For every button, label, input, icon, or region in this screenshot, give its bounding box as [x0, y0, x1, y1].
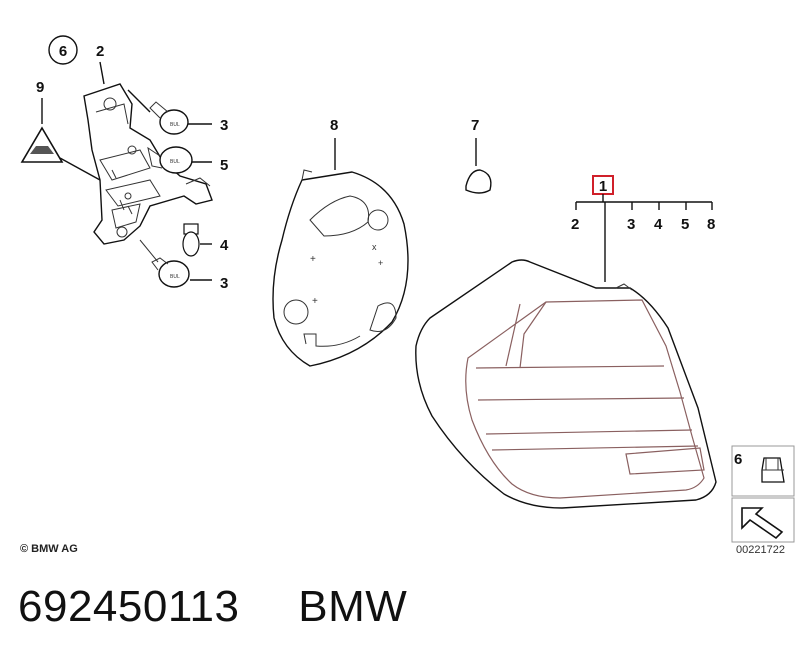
- bulb-small-wedge: [182, 223, 200, 257]
- bulb-top: BUL: [127, 89, 189, 135]
- callout-1-tree: [575, 194, 713, 282]
- svg-text:1: 1: [599, 178, 607, 195]
- drawing-number: 00221722: [736, 544, 785, 556]
- brand-name: BMW: [298, 582, 408, 631]
- svg-text:BUL: BUL: [170, 159, 180, 165]
- svg-text:6: 6: [734, 451, 742, 468]
- callout-set-4: 4: [654, 216, 663, 233]
- callout-2-bracket: 2: [96, 43, 104, 60]
- callout-set-8: 8: [707, 216, 715, 233]
- callout-6-circle: 6: [48, 35, 78, 65]
- bulb-carrier-bracket: [83, 83, 213, 245]
- tail-light-assembly: [415, 259, 717, 509]
- callout-set-3: 3: [627, 216, 635, 233]
- svg-text:+: +: [310, 254, 316, 265]
- bulb-mid: BUL: [147, 146, 193, 174]
- part-number: 692450113: [18, 582, 240, 631]
- callout-3-top: 3: [220, 117, 228, 134]
- svg-text:+: +: [378, 258, 383, 268]
- callout-set-5: 5: [681, 216, 689, 233]
- copyright-text: © BMW AG: [20, 543, 78, 555]
- detail-box-nut: 6: [731, 445, 795, 497]
- bulb-bottom: BUL: [139, 239, 190, 288]
- callout-set-2: 2: [571, 216, 579, 233]
- callout-4-bulb: 4: [220, 237, 229, 254]
- callout-8-gasket: 8: [330, 117, 338, 134]
- svg-text:6: 6: [59, 43, 67, 60]
- callout-7-cap: 7: [471, 117, 479, 134]
- svg-text:+: +: [312, 296, 318, 307]
- direction-arrow-icon: [731, 497, 795, 543]
- callout-3-bottom: 3: [220, 275, 228, 292]
- gasket: + + x +: [272, 169, 409, 367]
- callout-9: 9: [36, 79, 44, 96]
- callout-5-bulb: 5: [220, 157, 228, 174]
- svg-text:BUL: BUL: [170, 274, 180, 280]
- svg-text:BUL: BUL: [170, 122, 180, 128]
- footer-caption: 692450113 BMW: [18, 582, 407, 632]
- cover-cap: [465, 169, 492, 194]
- warning-triangle-icon: [20, 126, 101, 181]
- svg-text:x: x: [372, 242, 377, 252]
- callout-1-highlight: 1: [592, 175, 614, 195]
